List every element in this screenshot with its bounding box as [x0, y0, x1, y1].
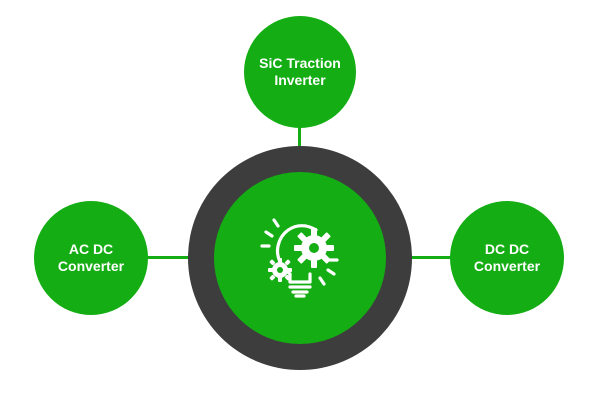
node-ac-dc-converter: AC DC Converter	[34, 201, 148, 315]
lightbulb-gears-icon	[260, 218, 339, 298]
node-dc-dc-converter: DC DC Converter	[450, 201, 564, 315]
connector-right	[408, 256, 454, 259]
connector-top	[298, 123, 301, 150]
node-right-label: DC DC Converter	[473, 241, 541, 274]
node-left-label: AC DC Converter	[57, 241, 125, 274]
node-top-label: SiC Traction Inverter	[259, 55, 341, 88]
connector-left	[146, 256, 192, 259]
node-sic-traction-inverter: SiC Traction Inverter	[244, 16, 356, 128]
